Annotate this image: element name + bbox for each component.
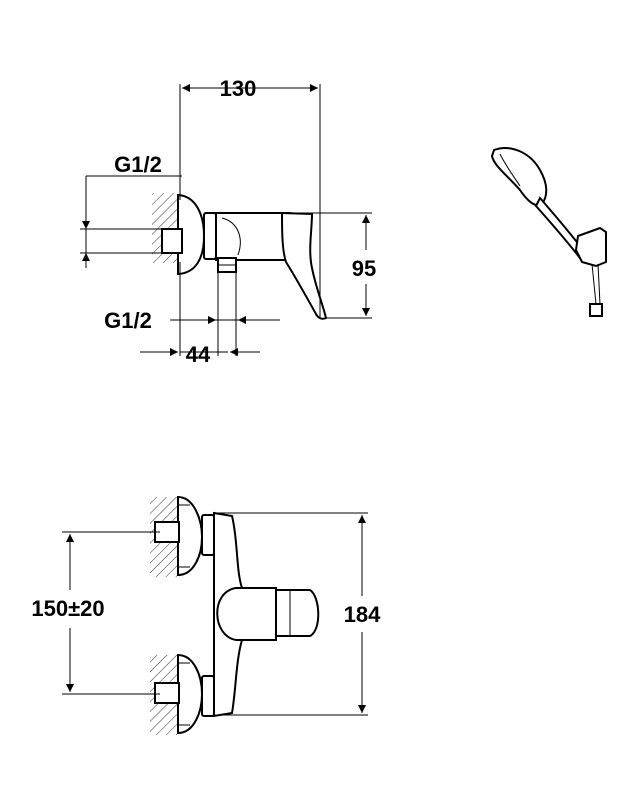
escutcheon-lower <box>177 653 204 735</box>
hose-nut <box>589 303 603 317</box>
body-detail-side <box>221 217 241 256</box>
dim-outlet-label: G1/2 <box>104 308 152 333</box>
hand-shower <box>490 147 607 317</box>
cartridge-front <box>216 587 277 641</box>
lever-handle-front <box>275 589 320 637</box>
shower-hose <box>591 263 597 305</box>
shower-head <box>490 147 548 207</box>
inlet-nipple-lower <box>154 682 180 704</box>
connector-nut-upper <box>201 514 215 556</box>
shower-holder <box>574 226 607 268</box>
dim-inlet-label: G1/2 <box>114 152 162 177</box>
lever-handle-side <box>280 211 328 320</box>
dim-spacing-label: 150±20 <box>31 596 104 621</box>
connector-nut-lower <box>201 675 215 717</box>
front-view: 150±20 184 <box>31 495 381 735</box>
dim-offset-label: 44 <box>186 342 211 367</box>
dim-total-height-label: 184 <box>344 602 381 627</box>
escutcheon-upper <box>177 495 204 577</box>
connector-nut-side <box>203 212 217 260</box>
dim-height-label: 95 <box>352 256 376 281</box>
dim-width-label: 130 <box>220 76 257 101</box>
inlet-nipple-side <box>161 228 183 254</box>
side-view: 130 G1/2 95 G1/2 44 <box>80 76 376 367</box>
